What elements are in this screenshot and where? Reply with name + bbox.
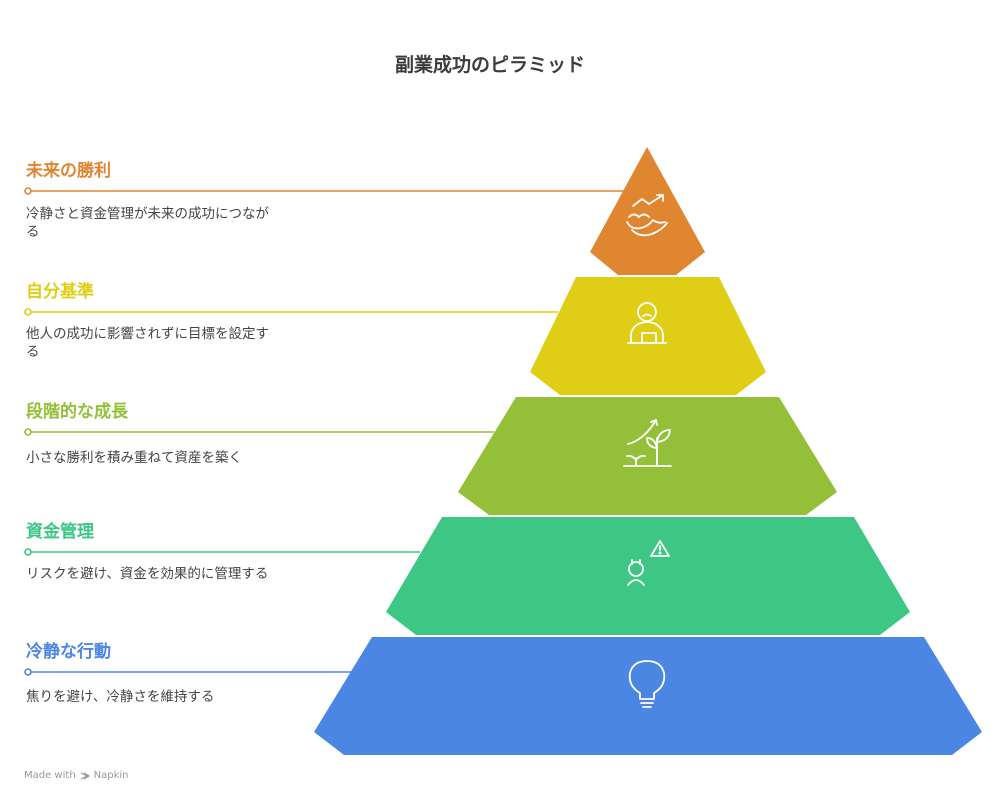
tier-3-description: 小さな勝利を積み重ねて資産を築く [26, 450, 242, 466]
tier-2-title: 自分基準 [26, 282, 94, 302]
tier-5-description: 焦りを避け、冷静さを維持する [26, 689, 215, 705]
pyramid-tier-4 [386, 517, 910, 635]
connector-dot-1 [24, 187, 32, 195]
tier-4-description: リスクを避け、資金を効果的に管理する [26, 566, 269, 582]
footer-prefix: Made with [24, 770, 76, 781]
tier-2-description: 他人の成功に影響されずに目標を設定する [26, 326, 269, 360]
growth-chart-icon [626, 194, 668, 237]
tier-5-title: 冷静な行動 [26, 642, 111, 662]
pyramid-tier-5 [314, 637, 982, 755]
person-goal-icon [627, 302, 667, 344]
connector-dot-3 [24, 428, 32, 436]
pyramid-tier-1 [590, 147, 705, 275]
tier-1-title: 未来の勝利 [26, 161, 111, 181]
connector-dot-5 [24, 668, 32, 676]
pyramid-tier-2 [530, 277, 766, 395]
footer-credit: Made with Napkin [24, 770, 129, 781]
lightbulb-icon [628, 660, 666, 708]
connector-dot-2 [24, 308, 32, 316]
tier-3-title: 段階的な成長 [26, 402, 128, 422]
connector-dot-4 [24, 548, 32, 556]
napkin-logo-icon [80, 771, 90, 780]
risk-warning-icon [627, 540, 670, 586]
connector-lines [24, 187, 625, 676]
diagram-title: 副業成功のピラミッド [394, 54, 585, 76]
tier-4-title: 資金管理 [26, 522, 94, 542]
footer-brand: Napkin [93, 770, 129, 781]
pyramid-tier-3 [458, 397, 837, 515]
tier-1-description: 冷静さと資金管理が未来の成功につながる [26, 206, 269, 240]
sprout-growth-icon [623, 419, 672, 467]
